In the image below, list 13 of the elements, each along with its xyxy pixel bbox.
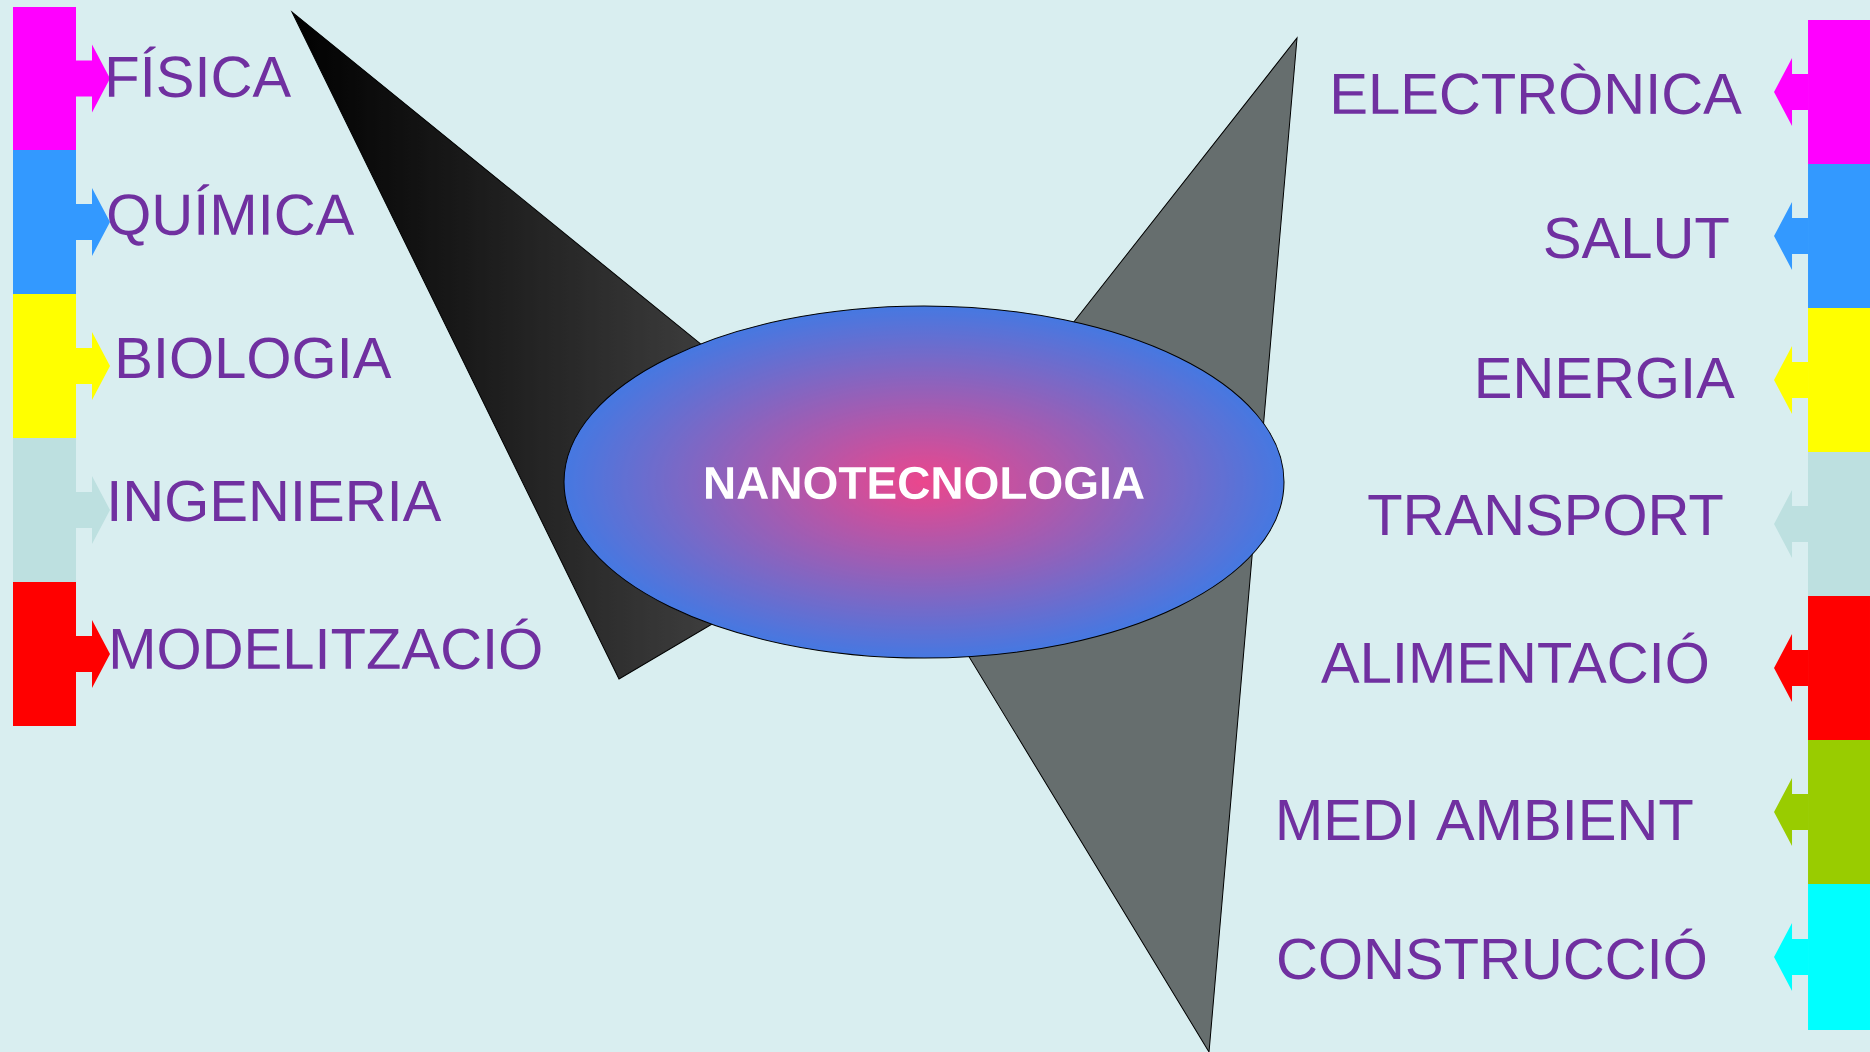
field-label: QUÍMICA [108, 184, 355, 246]
field-label: INGENIERIA [111, 480, 442, 522]
field-label: MODELITZACIÓ [112, 618, 541, 670]
field-label: FÍSICA [108, 46, 291, 98]
field-label: ENERGIA [1478, 357, 1735, 399]
field-label: MEDI AMBIENT [1279, 800, 1693, 840]
field-label: CONSTRUCCIÓ [1279, 928, 1705, 980]
field-label: ELECTRÒNICA [1334, 63, 1742, 115]
field-label: ALIMENTACIÓ [1321, 632, 1708, 684]
field-label: BIOLOGIA [118, 337, 392, 379]
title-label: NANOTECNOLOGIA [706, 466, 1144, 500]
field-label: TRANSPORT [1368, 494, 1723, 536]
field-label: SALUT [1545, 217, 1729, 259]
